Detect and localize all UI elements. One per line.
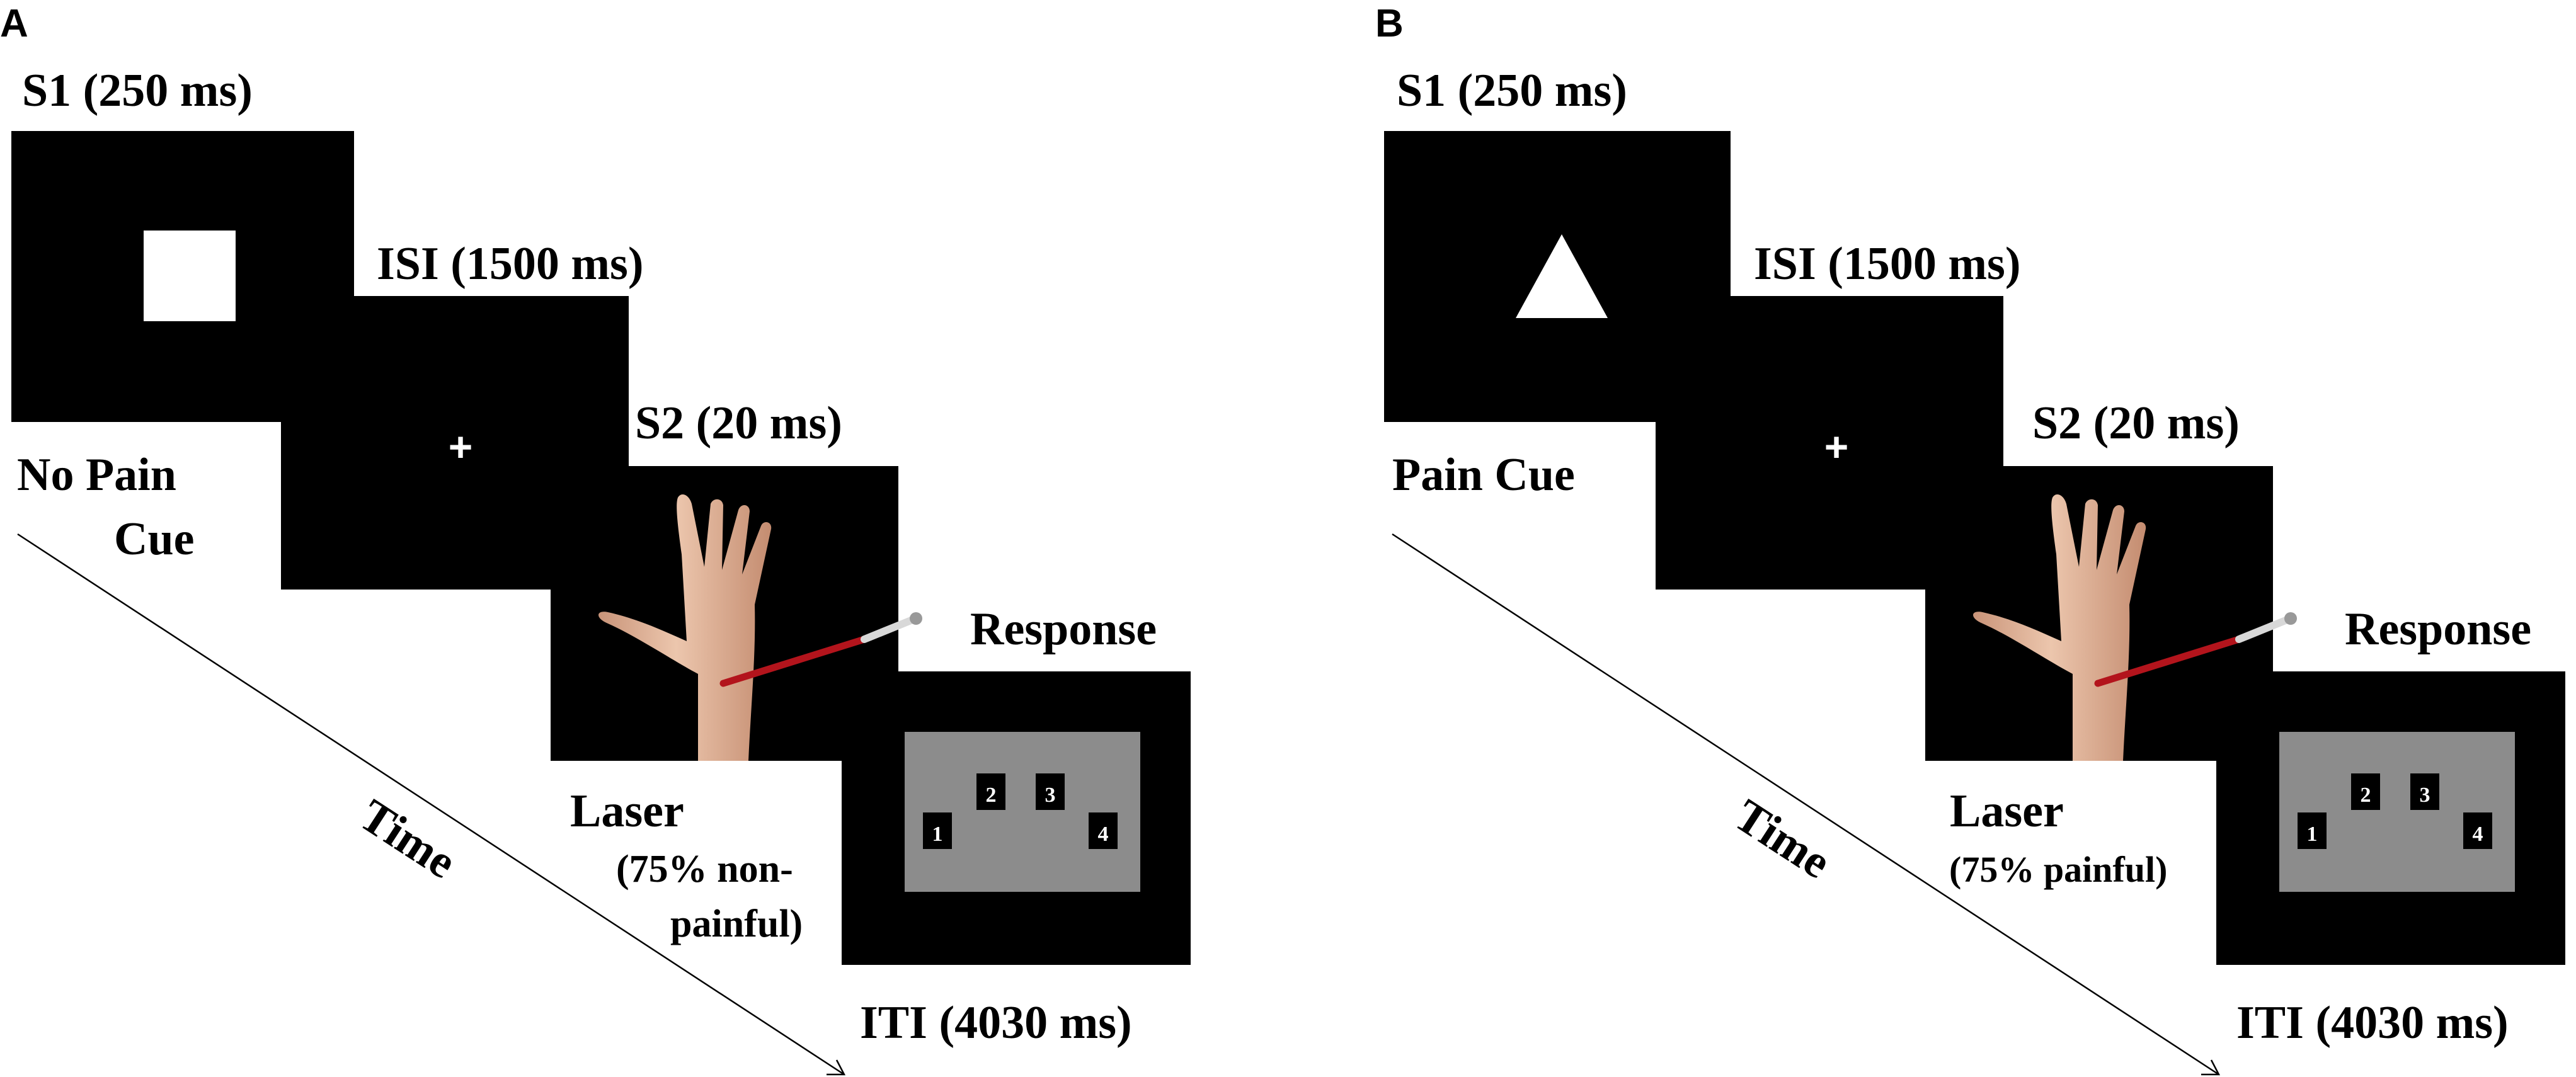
laser-label: Laser bbox=[570, 785, 684, 837]
s2-label: S2 (20 ms) bbox=[2032, 397, 2240, 449]
response-screen: 1 2 3 4 bbox=[2216, 671, 2565, 965]
cue-label-line-2: Cue bbox=[114, 513, 194, 565]
time-arrow bbox=[1392, 533, 2221, 1076]
laser-probe-icon bbox=[2094, 612, 2297, 687]
cue-label-line-1: No Pain bbox=[17, 449, 176, 501]
response-screen: 1 2 3 4 bbox=[842, 671, 1191, 965]
time-arrow bbox=[17, 533, 846, 1076]
laser-note-line-1: (75% painful) bbox=[1949, 849, 2167, 890]
panel-a: A S1 (250 ms) ISI (1500 ms) + S2 (20 ms) bbox=[0, 2, 1191, 1076]
laser-label: Laser bbox=[1950, 785, 2064, 837]
laser-note-line-2: painful) bbox=[670, 903, 803, 945]
isi-label: ISI (1500 ms) bbox=[1754, 238, 2020, 290]
hand-icon bbox=[1973, 494, 2146, 761]
s1-label: S1 (250 ms) bbox=[1397, 65, 1627, 117]
response-key-1: 1 bbox=[2307, 823, 2318, 846]
s2-screen bbox=[551, 466, 922, 761]
response-key-3: 3 bbox=[2420, 784, 2430, 807]
response-field bbox=[905, 732, 1140, 892]
laser-note-line-1: (75% non- bbox=[616, 848, 793, 891]
response-label: Response bbox=[2345, 603, 2531, 655]
response-field bbox=[2279, 732, 2515, 892]
hand-icon bbox=[598, 494, 772, 761]
panel-label: B bbox=[1375, 2, 1404, 45]
response-key-3: 3 bbox=[1045, 784, 1056, 807]
iti-label: ITI (4030 ms) bbox=[860, 997, 1132, 1049]
fixation-cross: + bbox=[1824, 423, 1849, 470]
square-icon bbox=[144, 231, 236, 321]
response-key-1: 1 bbox=[932, 823, 943, 846]
response-key-4: 4 bbox=[1098, 823, 1109, 846]
s1-label: S1 (250 ms) bbox=[22, 65, 253, 117]
response-key-2: 2 bbox=[986, 784, 997, 807]
isi-label: ISI (1500 ms) bbox=[377, 238, 643, 290]
fixation-cross: + bbox=[449, 423, 473, 470]
response-key-4: 4 bbox=[2473, 823, 2483, 846]
panel-label: A bbox=[0, 2, 28, 45]
response-label: Response bbox=[970, 603, 1157, 655]
cue-label-line-1: Pain Cue bbox=[1392, 449, 1575, 501]
s2-label: S2 (20 ms) bbox=[635, 397, 842, 449]
time-label: Time bbox=[1726, 789, 1840, 889]
iti-label: ITI (4030 ms) bbox=[2236, 997, 2509, 1049]
time-label: Time bbox=[351, 789, 465, 889]
s1-screen bbox=[11, 131, 354, 422]
s2-screen bbox=[1925, 466, 2297, 761]
panel-b: B S1 (250 ms) ISI (1500 ms) + S2 (20 ms) bbox=[1375, 2, 2565, 1076]
triangle-icon bbox=[1516, 234, 1608, 318]
response-key-2: 2 bbox=[2361, 784, 2371, 807]
laser-probe-icon bbox=[719, 612, 922, 687]
